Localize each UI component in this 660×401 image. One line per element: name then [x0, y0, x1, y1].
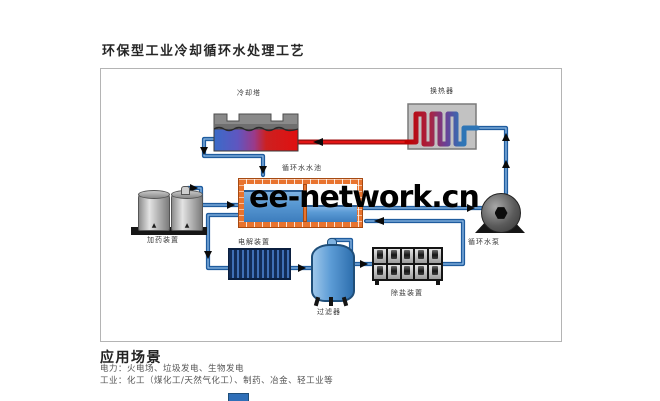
desalination-cell [387, 249, 400, 263]
filter-vessel [311, 244, 355, 302]
dosing-tank-base [131, 227, 207, 235]
filter-leg [329, 297, 333, 306]
electrolysis-unit [228, 248, 291, 280]
dosing-tank-1: ▲ [138, 190, 170, 231]
label-electrolysis: 电解装置 [238, 238, 270, 246]
heat-exchanger [404, 103, 480, 150]
pool-interior [244, 184, 357, 222]
label-heat-exchanger: 换热器 [430, 87, 454, 95]
tank-cap [138, 190, 170, 199]
diagram-graphics-layer [101, 103, 510, 272]
desalination-cell [401, 249, 414, 263]
label-desalination: 除盐装置 [391, 289, 423, 297]
exchanger-coil [404, 111, 480, 147]
label-pool: 循环水水池 [282, 164, 322, 172]
desalination-foot [375, 281, 379, 285]
dosing-tank-2: ▲ [171, 190, 203, 231]
tank-valve-icon: ▲ [151, 222, 157, 229]
desalination-cell [429, 265, 441, 279]
label-filter: 过滤器 [317, 308, 341, 316]
label-cooling-tower: 冷却塔 [237, 89, 261, 97]
footer-heading: 应用场景 [100, 350, 162, 366]
footer-line-power: 电力：火电场、垃圾发电、生物发电 [100, 364, 245, 374]
desalination-cell [429, 249, 441, 263]
tank-valve-icon: ▲ [184, 222, 190, 229]
dosing-outlet-nozzle [181, 186, 190, 195]
desalination-cell [415, 249, 428, 263]
page-title: 环保型工业冷却循环水处理工艺 [102, 44, 306, 59]
watermark: ee-network.cn [249, 180, 480, 215]
pool-water-right [307, 205, 357, 222]
desalination-cell [374, 265, 386, 279]
desalination-cell [374, 249, 386, 263]
label-pump: 循环水泵 [468, 238, 500, 246]
cooling-tower [213, 113, 299, 152]
label-dosing: 加药装置 [147, 236, 179, 244]
desalination-foot [436, 281, 440, 285]
circulating-pump [481, 193, 521, 233]
desalination-cell [387, 265, 400, 279]
bottom-cropped-element [228, 393, 249, 401]
footer-line-industry: 工业：化工（煤化工/天然气化工）、制药、冶金、轻工业等 [100, 376, 334, 386]
desalination-cell [401, 265, 414, 279]
pool-water-left [244, 190, 303, 222]
desalination-cell [415, 265, 428, 279]
process-diagram: ▲ ▲ [100, 68, 562, 342]
pool-divider-wall [303, 184, 307, 222]
flow-arrows [190, 133, 510, 272]
pump-hub-icon [494, 207, 508, 219]
desalination-unit [372, 247, 443, 281]
circulating-water-pool [238, 178, 363, 228]
